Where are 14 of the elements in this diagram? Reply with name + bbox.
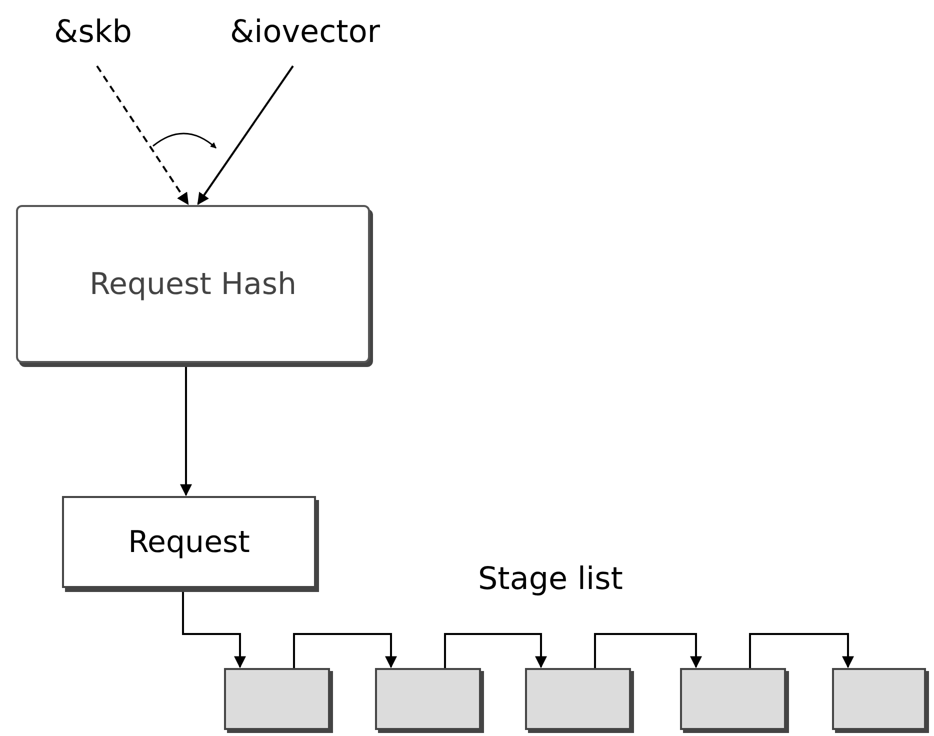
stage-box [680, 668, 786, 730]
pointer-label: &skb [40, 12, 146, 52]
stage-box [375, 668, 481, 730]
stage-box [832, 668, 926, 730]
arrow [444, 633, 547, 668]
arrow [197, 65, 294, 205]
arrow [749, 633, 854, 668]
group-label: Stage list [478, 560, 623, 599]
stage-box [224, 668, 330, 730]
pointer-label: &iovector [210, 12, 400, 52]
arrow [594, 633, 702, 668]
arrow [293, 633, 397, 668]
dashed-arrow [96, 65, 189, 205]
stage-box [525, 668, 631, 730]
